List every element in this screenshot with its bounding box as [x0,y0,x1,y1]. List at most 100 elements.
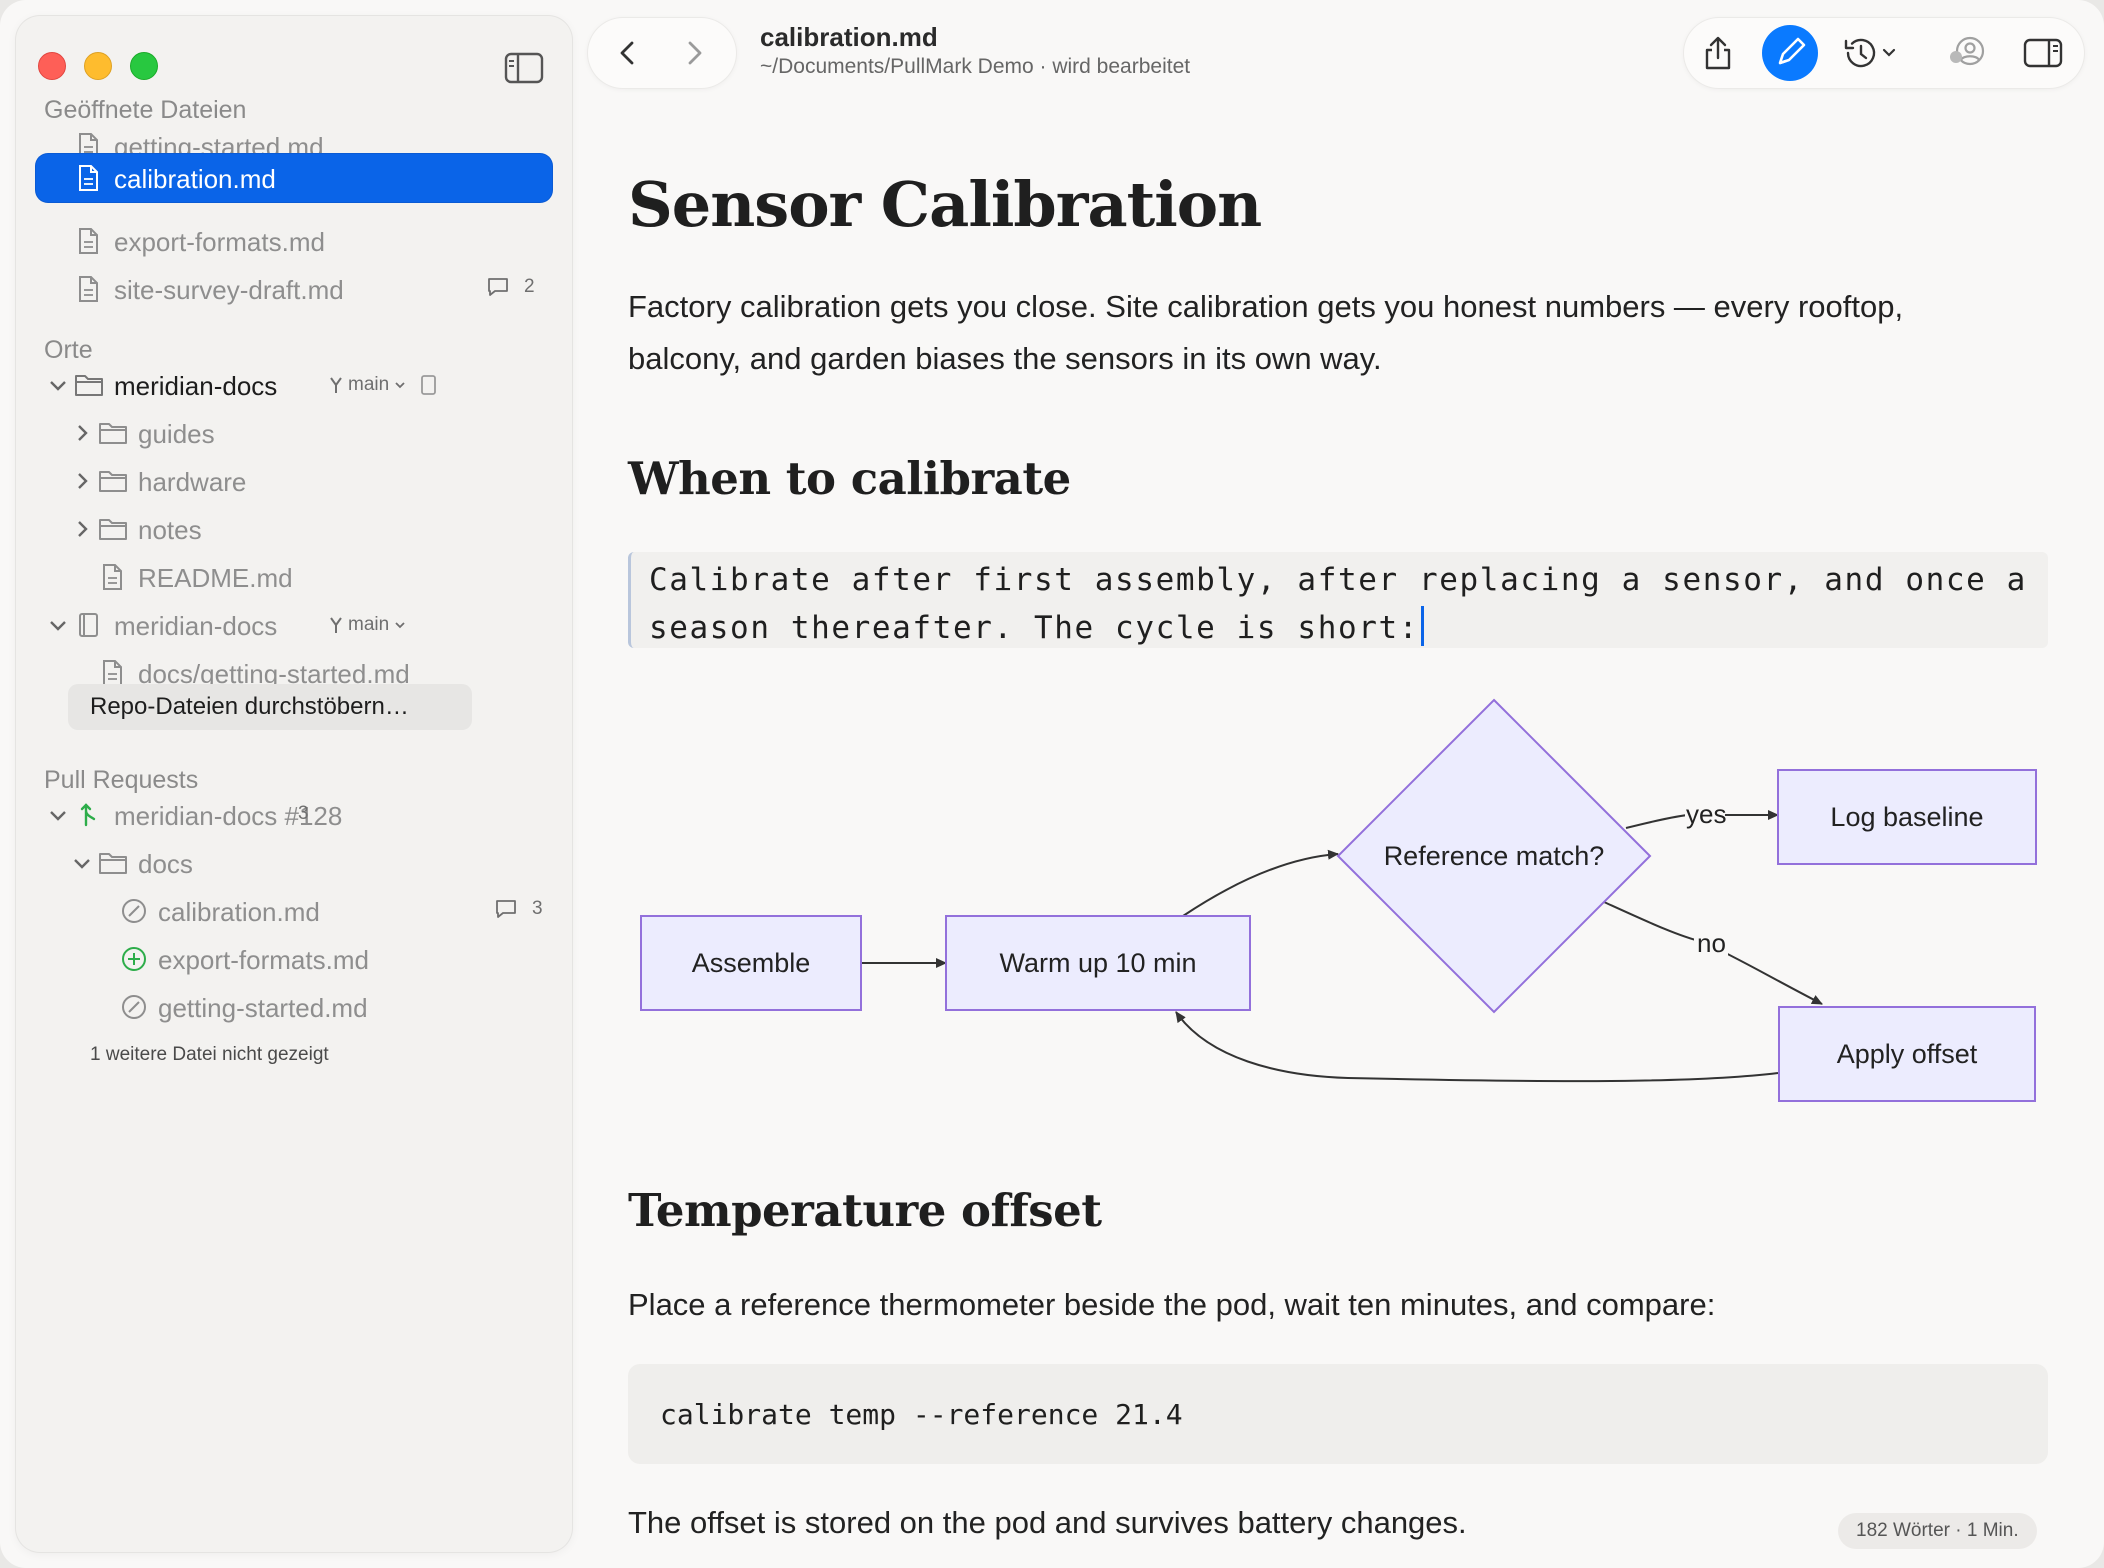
repo-label: meridian-docs [114,371,278,401]
pull-request-128[interactable]: meridian-docs #128 3 [36,784,552,846]
intro-line-1: Factory calibration gets you close. Site… [628,289,1904,324]
node-apply-offset[interactable] [1778,1006,2036,1102]
temperature-paragraph[interactable]: Place a reference thermometer beside the… [628,1287,1716,1322]
comment-icon [488,278,508,296]
collaborators-icon[interactable] [1946,35,1988,71]
node-warmup[interactable] [945,915,1251,1011]
editing-paragraph[interactable]: Calibrate after first assembly, after re… [628,552,2048,648]
yes-label-bg [1685,796,1725,826]
repo-meridian-docs-local[interactable]: meridian-docs main [36,354,552,416]
device-icon [421,375,437,395]
edge-warmup-decision [1182,849,1339,917]
chevron-down-icon [395,382,405,389]
forward-icon[interactable] [678,37,710,69]
comment-icon [496,900,516,918]
offset-paragraph[interactable]: The offset is stored on the pod and surv… [628,1505,1467,1540]
added-icon [122,947,146,971]
modified-icon [122,899,146,923]
navigation-controls [588,18,736,88]
text-caret [1421,606,1425,646]
branch-label: main [348,614,390,635]
folder-icon [75,375,103,396]
calibration-flowchart[interactable]: yes no Assemble Warm up 10 min Reference… [628,690,2048,1130]
pr-file-export-formats[interactable]: export-formats.md [36,928,552,990]
pull-requests-header: Pull Requests [44,766,199,794]
close-window-button[interactable] [38,52,66,80]
back-icon[interactable] [612,37,644,69]
zoom-window-button[interactable] [130,52,158,80]
pull-request-icon [80,803,96,827]
edit-button[interactable] [1762,25,1818,81]
chevron-down-icon [395,622,405,629]
chevron-right-icon[interactable] [70,421,94,445]
folder-icon [99,423,127,444]
file-label: export-formats.md [114,227,325,257]
node-warmup-label: Warm up 10 min [999,948,1196,978]
branch-selector[interactable]: main [328,374,439,396]
minimize-window-button[interactable] [84,52,112,80]
node-assemble-label: Assemble [692,948,811,978]
open-files-header: Geöffnete Dateien [44,96,247,124]
edge-label-no: no [1697,928,1726,958]
word-count-badge: 182 Wörter · 1 Min. [1838,1513,2037,1549]
chevron-right-icon[interactable] [70,517,94,541]
folder-label: guides [138,419,215,449]
chevron-down-icon[interactable] [46,373,70,397]
branch-icon [330,377,342,393]
branch-selector[interactable]: main [328,614,407,636]
chevron-down-icon[interactable] [46,803,70,827]
code-block[interactable]: calibrate temp --reference 21.4 [628,1364,2048,1464]
chevron-down-icon[interactable] [46,613,70,637]
folder-notes[interactable]: notes [36,498,552,560]
folder-guides[interactable]: guides [36,402,552,464]
branch-label: main [348,374,390,395]
folder-hardware[interactable]: hardware [36,450,552,512]
file-readme[interactable]: README.md [36,546,552,608]
folder-icon [99,471,127,492]
edge-label-yes: yes [1686,799,1726,829]
node-log-baseline-label: Log baseline [1830,802,1983,832]
file-label: calibration.md [114,164,276,194]
node-log-baseline[interactable] [1777,769,2037,865]
file-label: README.md [138,563,293,593]
comment-count-value: 2 [524,276,535,297]
folder-label: docs [138,849,193,879]
chevron-right-icon[interactable] [70,469,94,493]
pr-label: meridian-docs #128 [114,801,343,831]
document-path: ~/Documents/PullMark Demo · wird bearbei… [760,55,1191,78]
repo-meridian-docs-remote[interactable]: meridian-docs main [36,594,552,656]
node-decision[interactable] [1336,698,1652,1014]
sidebar: Geöffnete Dateien getting-started.md cal… [16,16,572,1552]
heading-when-to-calibrate: When to calibrate [628,452,1071,505]
editing-line-1: Calibrate after first assembly, after re… [649,562,2027,598]
pr-folder-docs[interactable]: docs [36,832,552,894]
pr-file-calibration[interactable]: calibration.md 3 [36,880,552,942]
open-file-calibration[interactable]: calibration.md [36,154,552,202]
node-apply-offset-label: Apply offset [1837,1039,1978,1069]
file-label: calibration.md [158,897,320,927]
inspector-toggle-icon[interactable] [2022,35,2064,71]
modified-icon [122,995,146,1019]
more-files-note: 1 weitere Datei nicht gezeigt [90,1044,329,1065]
document-title: calibration.md [760,22,938,52]
browse-repo-files-button[interactable]: Repo-Dateien durchstöbern… [68,684,472,730]
node-assemble[interactable] [640,915,862,1011]
pr-file-getting-started[interactable]: getting-started.md [36,976,552,1038]
folder-label: hardware [138,467,247,497]
document-icon [79,228,98,254]
open-file-export-formats[interactable]: export-formats.md [36,210,552,272]
file-label: export-formats.md [158,945,369,975]
comment-count: 2 [486,275,535,299]
open-file-site-survey-draft[interactable]: site-survey-draft.md 2 [36,258,552,320]
sidebar-toggle-icon[interactable] [504,52,544,84]
share-icon[interactable] [1700,35,1736,71]
history-icon[interactable] [1842,35,1900,71]
document-heading-1: Sensor Calibration [628,168,1262,241]
chevron-down-icon[interactable] [70,851,94,875]
intro-paragraph[interactable]: Factory calibration gets you close. Site… [628,281,2048,385]
folder-icon [99,853,127,874]
document-icon [79,165,98,191]
pencil-icon [1778,37,1806,65]
places-header: Orte [44,336,93,364]
